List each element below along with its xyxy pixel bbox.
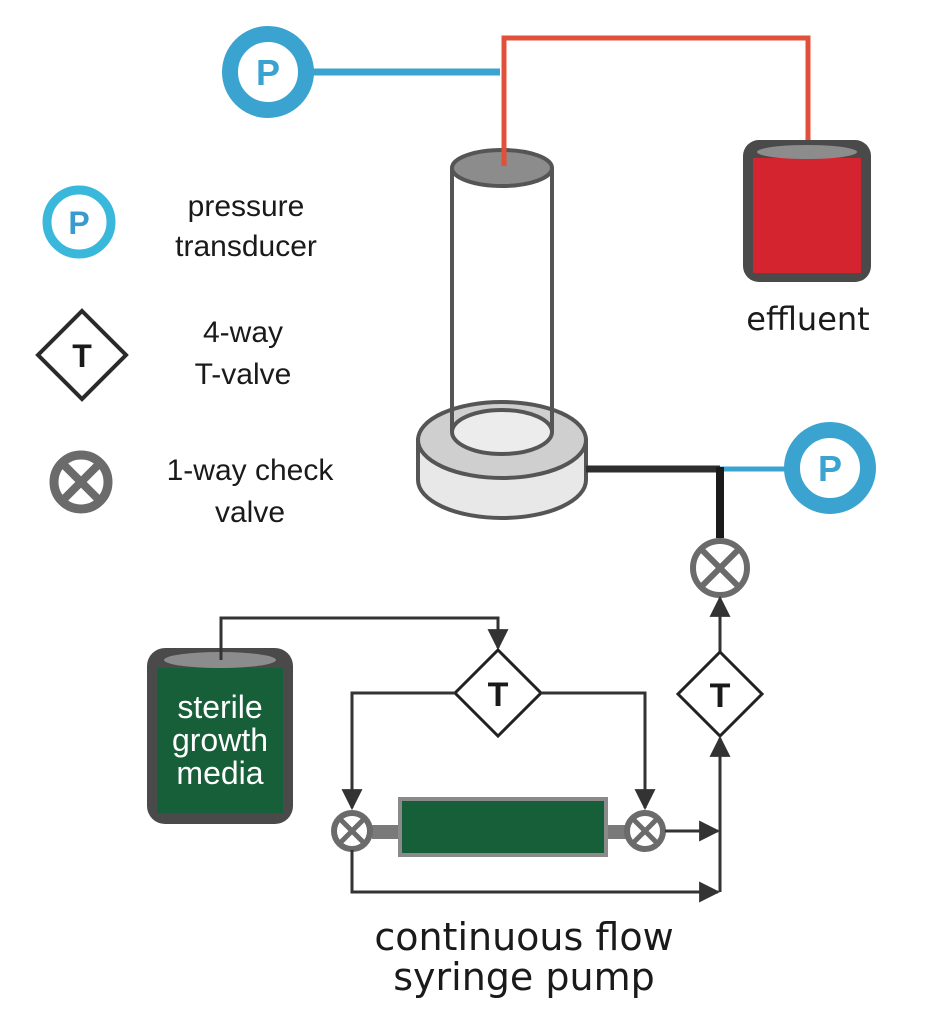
svg-text:pressure: pressure bbox=[188, 190, 305, 223]
t-valve-icon bbox=[452, 647, 544, 739]
svg-text:1-way check: 1-way check bbox=[167, 454, 335, 487]
check-valve-left bbox=[331, 810, 373, 852]
effluent-lid bbox=[757, 145, 857, 159]
svg-text:P: P bbox=[68, 205, 89, 241]
svg-text:T: T bbox=[488, 676, 509, 714]
svg-text:T: T bbox=[72, 338, 92, 374]
syringe-barrel bbox=[398, 797, 608, 857]
syringe-connector-left bbox=[372, 825, 402, 839]
svg-text:T: T bbox=[710, 677, 731, 715]
pump-label-line1: continuous flow bbox=[374, 915, 673, 959]
t-valve-icon bbox=[35, 308, 129, 402]
line-to-right-check bbox=[541, 691, 656, 811]
transducer-symbol: P bbox=[818, 448, 842, 489]
check-valve-right bbox=[624, 810, 666, 852]
svg-text:T-valve: T-valve bbox=[195, 358, 292, 391]
media-container: sterile growth media bbox=[147, 648, 293, 824]
t-valve-upper: T bbox=[452, 647, 544, 739]
pressure-transducer-icon bbox=[222, 26, 314, 118]
effluent-label: effluent bbox=[746, 300, 869, 338]
legend: P pressure transducer T 4-way T-valve 1-… bbox=[35, 185, 335, 529]
syringe-connector-right bbox=[604, 825, 626, 839]
svg-text:growth: growth bbox=[172, 722, 268, 758]
bypass-line bbox=[350, 850, 721, 903]
svg-text:valve: valve bbox=[215, 496, 285, 529]
t-valve-right: T bbox=[675, 649, 765, 739]
effluent-container: effluent bbox=[743, 140, 871, 338]
side-pressure-transducer: P bbox=[784, 422, 876, 514]
legend-item-check-valve: 1-way check valve bbox=[49, 450, 335, 529]
transducer-symbol: P bbox=[256, 52, 280, 93]
legend-item-t-valve: T 4-way T-valve bbox=[35, 308, 292, 402]
effluent-fluid bbox=[753, 158, 861, 273]
svg-text:4-way: 4-way bbox=[203, 316, 283, 349]
pressure-transducer-icon bbox=[42, 185, 116, 259]
pump-label-line2: syringe pump bbox=[393, 955, 654, 999]
media-feed-line bbox=[219, 616, 509, 660]
media-fluid bbox=[157, 668, 283, 813]
column bbox=[416, 38, 588, 520]
svg-text:media: media bbox=[176, 755, 263, 791]
top-pressure-transducer: P bbox=[222, 26, 314, 118]
svg-text:sterile: sterile bbox=[177, 689, 262, 725]
column-inner-ring bbox=[450, 408, 554, 456]
pressure-transducer-icon bbox=[784, 422, 876, 514]
legend-item-pressure-transducer: P pressure transducer bbox=[42, 185, 317, 263]
check-valve-column bbox=[690, 538, 750, 598]
svg-text:transducer: transducer bbox=[175, 230, 317, 263]
line-to-left-check bbox=[341, 691, 455, 811]
